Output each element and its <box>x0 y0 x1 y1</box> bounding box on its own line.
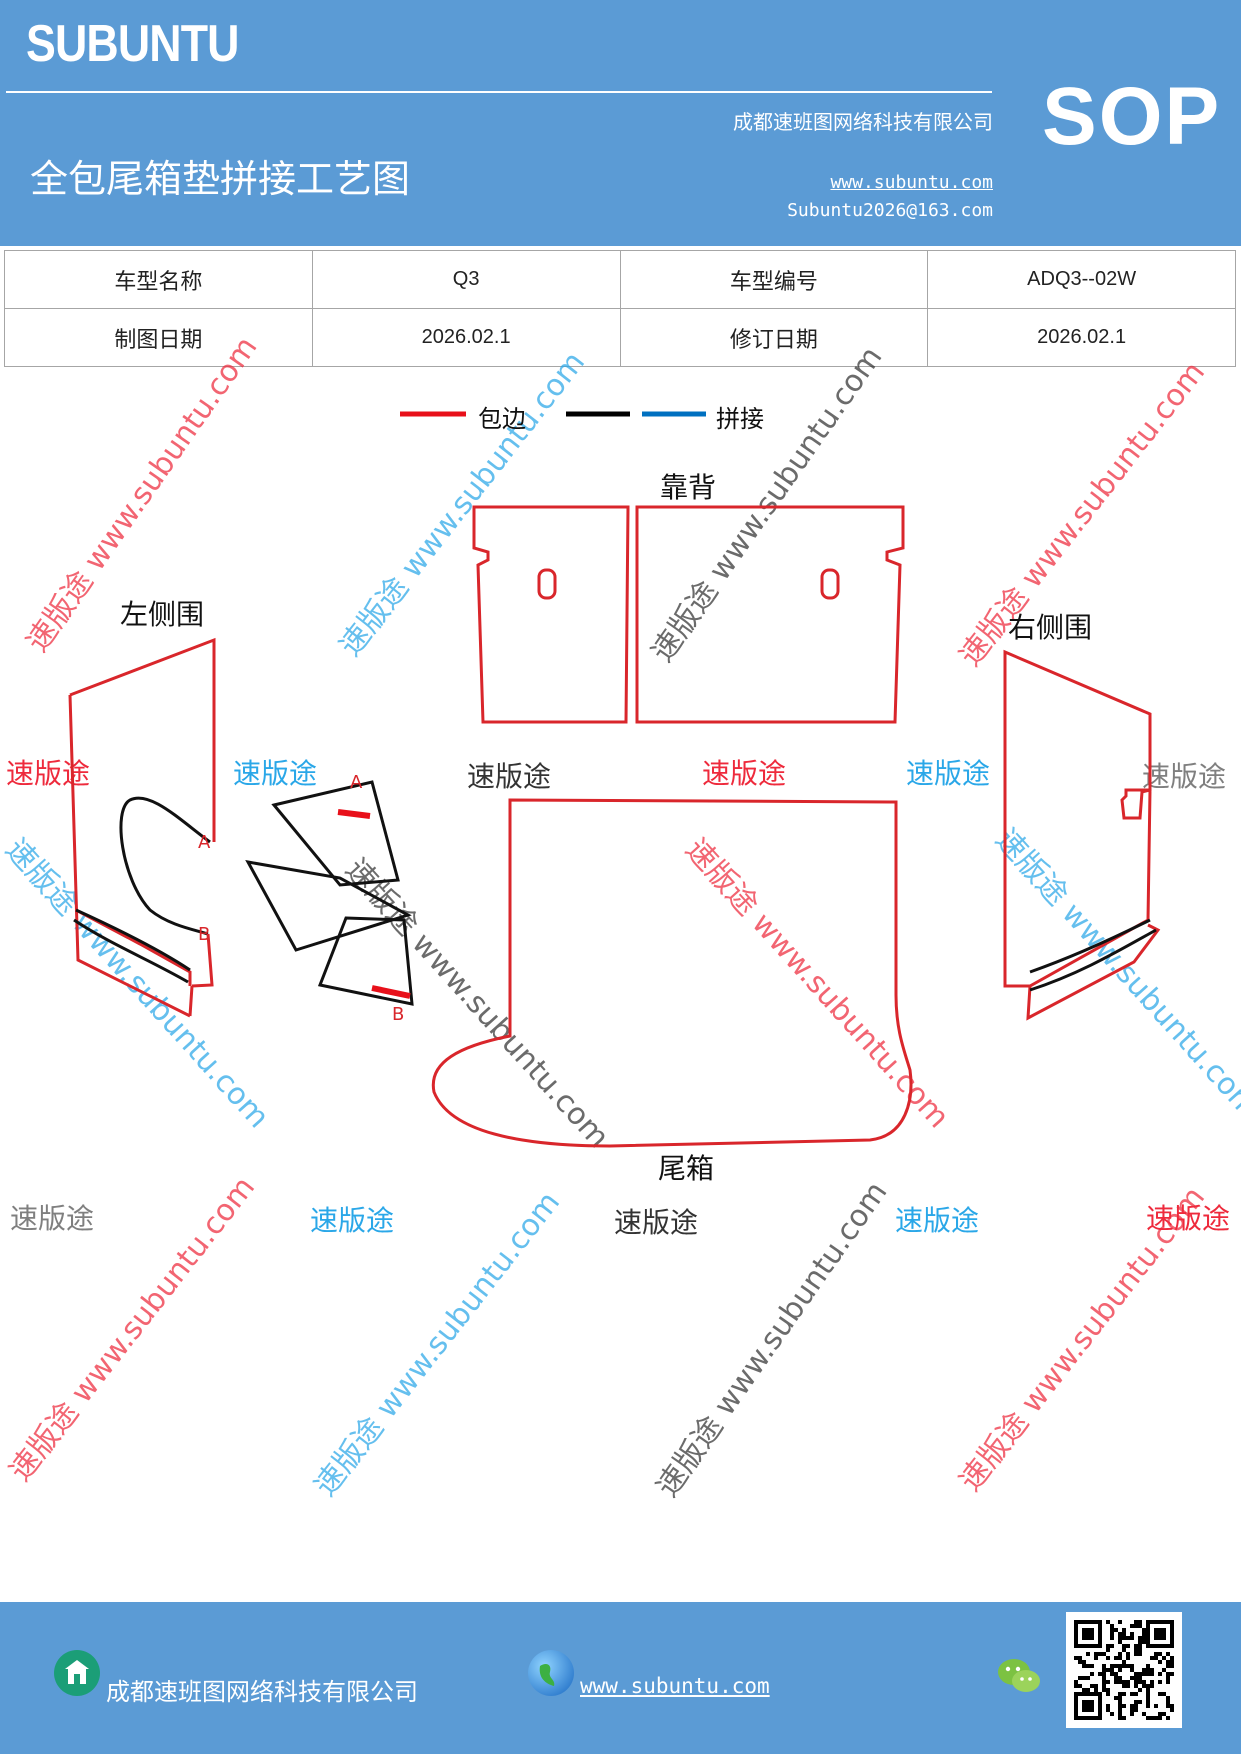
revise-date-value: 2026.02.1 <box>927 308 1236 367</box>
globe-icon <box>528 1650 574 1696</box>
watermark-diagonal: 速版途 www.subuntu.com <box>678 832 956 1135</box>
header-email: Subuntu2026@163.com <box>787 200 993 221</box>
vehicle-info-table: 车型名称 Q3 车型编号 ADQ3--02W 制图日期 2026.02.1 修订… <box>4 250 1236 367</box>
watermark-brand: 速版途 <box>895 1204 979 1237</box>
watermark-diagonal: 速版途 www.subuntu.com <box>645 341 889 669</box>
footer-website-link[interactable]: www.subuntu.com <box>580 1674 770 1698</box>
sop-badge: SOP <box>1042 71 1222 162</box>
watermark-brand: 速版途 <box>1142 760 1226 793</box>
page-footer: 成都速班图网络科技有限公司 www.subuntu.com <box>0 1602 1241 1754</box>
model-code-value: ADQ3--02W <box>927 250 1236 309</box>
table-row: 车型名称 Q3 车型编号 ADQ3--02W <box>4 250 1236 309</box>
header-website-link[interactable]: www.subuntu.com <box>830 172 993 193</box>
watermark-brand: 速版途 <box>702 757 786 790</box>
wechat-icon <box>996 1656 1042 1696</box>
table-row: 制图日期 2026.02.1 修订日期 2026.02.1 <box>4 308 1236 367</box>
right-side-join-1 <box>1029 918 1151 974</box>
backrest-left-slot <box>537 568 557 600</box>
watermark-brand: 速版途 <box>614 1206 698 1239</box>
label-left-side: 左侧围 <box>120 598 204 631</box>
watermark-brand: 速版途 <box>6 757 90 790</box>
draw-date-value: 2026.02.1 <box>311 308 621 367</box>
draw-date-label: 制图日期 <box>4 308 313 367</box>
watermark-diagonal: 速版途 www.subuntu.com <box>333 345 592 663</box>
label-trunk: 尾箱 <box>658 1152 714 1185</box>
header-divider <box>6 91 992 93</box>
insert-wrap-edge-b <box>371 985 411 999</box>
backrest-right-panel <box>635 505 905 724</box>
left-side-inner-join <box>119 796 211 936</box>
watermark-brand: 速版途 <box>906 757 990 790</box>
watermark-brand: 速版途 <box>310 1204 394 1237</box>
brand-watermarks: 速版途速版途速版途速版途速版途速版途速版途速版途速版途速版途速版途 <box>6 757 1230 1239</box>
document-title: 全包尾箱垫拼接工艺图 <box>30 157 411 201</box>
right-side-bottom-edge <box>1026 923 1161 1021</box>
watermark-brand: 速版途 <box>233 757 317 790</box>
left-side-lower-join-2 <box>73 918 189 984</box>
backrest-right-slot <box>820 568 840 600</box>
header-company: 成都速班图网络科技有限公司 <box>733 110 993 134</box>
trunk-floor-outline <box>431 798 913 1148</box>
model-name-label: 车型名称 <box>4 250 313 309</box>
revise-date-label: 修订日期 <box>619 308 929 367</box>
insert-mark-b: B <box>392 1004 404 1025</box>
page-header: SUBUNTU 成都速班图网络科技有限公司 全包尾箱垫拼接工艺图 www.sub… <box>0 0 1241 246</box>
company-icon <box>54 1650 100 1696</box>
backrest-left-panel <box>472 505 630 724</box>
watermark-diagonal: 速版途 www.subuntu.com <box>0 832 276 1135</box>
watermark-diagonal: 速版途 www.subuntu.com <box>338 852 616 1155</box>
watermark-brand: 速版途 <box>467 760 551 793</box>
legend-label-wrap: 包边 <box>478 405 526 433</box>
brand-logo: SUBUNTU <box>26 15 239 73</box>
insert-piece-2 <box>245 859 412 952</box>
footer-company: 成都速班图网络科技有限公司 <box>106 1678 418 1706</box>
qr-code <box>1066 1612 1182 1728</box>
insert-piece-3 <box>317 916 414 1006</box>
left-side-lower-join-1 <box>75 908 191 972</box>
watermark-brand: 速版途 <box>10 1202 94 1235</box>
left-side-bottom-edge <box>75 908 192 986</box>
insert-wrap-edge-a <box>337 809 371 819</box>
left-side-outline <box>68 637 216 1018</box>
model-name-value: Q3 <box>311 250 621 309</box>
left-side-mark-a: A <box>198 832 211 853</box>
label-right-side: 右侧围 <box>1008 611 1092 644</box>
left-side-mark-b: B <box>198 924 210 945</box>
insert-piece-1 <box>271 780 400 887</box>
right-side-outline <box>1003 649 1152 988</box>
model-code-label: 车型编号 <box>619 250 929 309</box>
insert-mark-a: A <box>350 772 363 793</box>
watermark-brand: 速版途 <box>1146 1202 1230 1235</box>
legend-label-join: 拼接 <box>716 405 764 433</box>
right-side-join-2 <box>1029 928 1157 992</box>
label-backrest: 靠背 <box>660 471 716 504</box>
